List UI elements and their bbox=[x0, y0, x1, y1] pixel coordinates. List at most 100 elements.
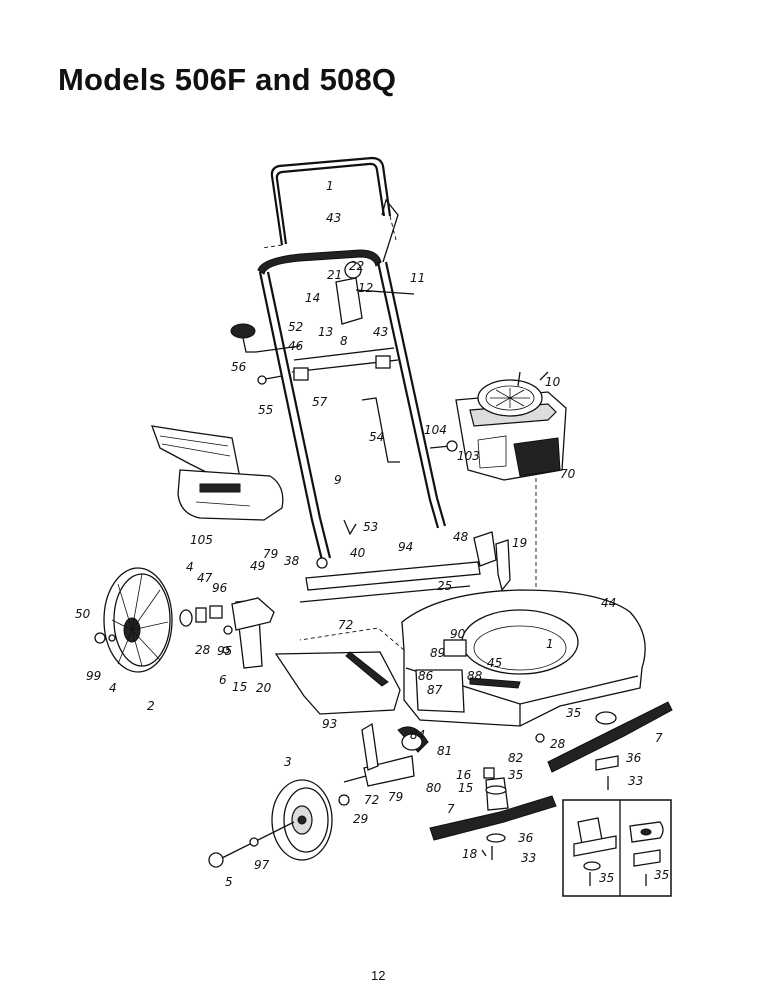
part-label: 35 bbox=[566, 706, 581, 720]
part-label: 86 bbox=[418, 669, 434, 683]
part-label: 33 bbox=[628, 774, 643, 788]
part-label: 84 bbox=[410, 728, 425, 742]
part-label: 3 bbox=[284, 755, 292, 769]
part-label: 5 bbox=[225, 875, 233, 889]
page-title: Models 506F and 508Q bbox=[58, 62, 397, 97]
lower-handle bbox=[257, 249, 447, 561]
part-label: 43 bbox=[326, 211, 341, 225]
part-label: 8 bbox=[340, 334, 348, 348]
part-label: 2 bbox=[147, 699, 155, 713]
part-label: 13 bbox=[318, 325, 333, 339]
rear-wheel bbox=[94, 567, 173, 673]
part-label: 40 bbox=[350, 546, 366, 560]
part-label: 57 bbox=[312, 395, 328, 409]
part-label: 99 bbox=[86, 669, 101, 683]
part-label: 45 bbox=[487, 656, 502, 670]
part-label: 15 bbox=[232, 680, 247, 694]
part-label: 53 bbox=[363, 520, 378, 534]
bracket-clip bbox=[343, 519, 357, 536]
blade-assembly bbox=[429, 701, 673, 860]
part-label: 94 bbox=[398, 540, 413, 554]
part-label: 29 bbox=[353, 812, 368, 826]
part-label: 11 bbox=[410, 271, 425, 285]
part-label: 4 bbox=[186, 560, 194, 574]
part-label: 88 bbox=[467, 669, 483, 683]
part-label: 104 bbox=[424, 423, 447, 437]
part-label: 103 bbox=[457, 449, 480, 463]
blade-adapter-inset bbox=[562, 799, 672, 897]
cable-rod bbox=[361, 397, 400, 463]
rear-door bbox=[235, 599, 401, 715]
part-label: 7 bbox=[447, 802, 455, 816]
height-adjuster bbox=[343, 722, 415, 787]
part-label: 105 bbox=[190, 533, 213, 547]
part-label: 95 bbox=[217, 644, 232, 658]
part-label: 43 bbox=[373, 325, 388, 339]
part-label: 10 bbox=[545, 375, 561, 389]
part-label: 81 bbox=[437, 744, 452, 758]
part-label: 82 bbox=[508, 751, 523, 765]
upper-handle bbox=[261, 156, 397, 249]
part-label: 49 bbox=[250, 559, 265, 573]
part-label: 55 bbox=[258, 403, 273, 417]
part-label: 79 bbox=[388, 790, 403, 804]
part-label: 54 bbox=[369, 430, 384, 444]
part-label: 20 bbox=[256, 681, 272, 695]
part-label: 22 bbox=[349, 259, 364, 273]
part-label: 48 bbox=[453, 530, 469, 544]
baffle-plate bbox=[397, 726, 429, 753]
mower-deck bbox=[299, 589, 646, 727]
part-label: 12 bbox=[358, 281, 373, 295]
hinge-rod bbox=[299, 531, 511, 603]
part-label: 89 bbox=[430, 646, 445, 660]
handle-bolts bbox=[257, 355, 391, 385]
part-label: 35 bbox=[508, 768, 523, 782]
part-label: 14 bbox=[305, 291, 320, 305]
control-bracket bbox=[335, 198, 415, 325]
part-label: 28 bbox=[195, 643, 211, 657]
part-label: 4 bbox=[109, 681, 117, 695]
part-label: 19 bbox=[512, 536, 527, 550]
part-label: 96 bbox=[212, 581, 228, 595]
part-label: 47 bbox=[197, 571, 213, 585]
part-label: 35 bbox=[654, 868, 669, 882]
part-label: 52 bbox=[288, 320, 303, 334]
handle-knob bbox=[230, 323, 301, 353]
part-label: 21 bbox=[327, 268, 342, 282]
part-label: 18 bbox=[462, 847, 478, 861]
grass-bag bbox=[151, 425, 284, 521]
part-label: 97 bbox=[254, 858, 270, 872]
part-label: 28 bbox=[550, 737, 566, 751]
part-label: 36 bbox=[518, 831, 534, 845]
part-label: 1 bbox=[546, 637, 554, 651]
part-label: 87 bbox=[427, 683, 443, 697]
part-label: 15 bbox=[458, 781, 473, 795]
part-label: 56 bbox=[231, 360, 247, 374]
part-label: 44 bbox=[601, 596, 616, 610]
engine bbox=[455, 371, 567, 650]
part-label: 7 bbox=[655, 731, 663, 745]
part-label: 33 bbox=[521, 851, 536, 865]
part-label: 70 bbox=[560, 467, 576, 481]
page-number: 12 bbox=[371, 968, 386, 983]
rear-axle-parts bbox=[179, 597, 275, 654]
part-label: 46 bbox=[288, 339, 304, 353]
part-label: 25 bbox=[437, 579, 452, 593]
part-label: 38 bbox=[284, 554, 300, 568]
part-label: 80 bbox=[426, 781, 442, 795]
part-label: 79 bbox=[263, 547, 278, 561]
part-label: 1 bbox=[326, 179, 334, 193]
part-label: 6 bbox=[219, 673, 227, 687]
part-label: 16 bbox=[456, 768, 472, 782]
part-label: 72 bbox=[364, 793, 379, 807]
engine-bolt bbox=[429, 440, 458, 452]
part-label: 90 bbox=[450, 627, 466, 641]
part-label: 72 bbox=[338, 618, 353, 632]
part-label: 9 bbox=[334, 473, 342, 487]
part-label: 36 bbox=[626, 751, 642, 765]
part-label: 93 bbox=[322, 717, 337, 731]
part-label: 35 bbox=[599, 871, 614, 885]
front-wheel bbox=[208, 779, 350, 868]
